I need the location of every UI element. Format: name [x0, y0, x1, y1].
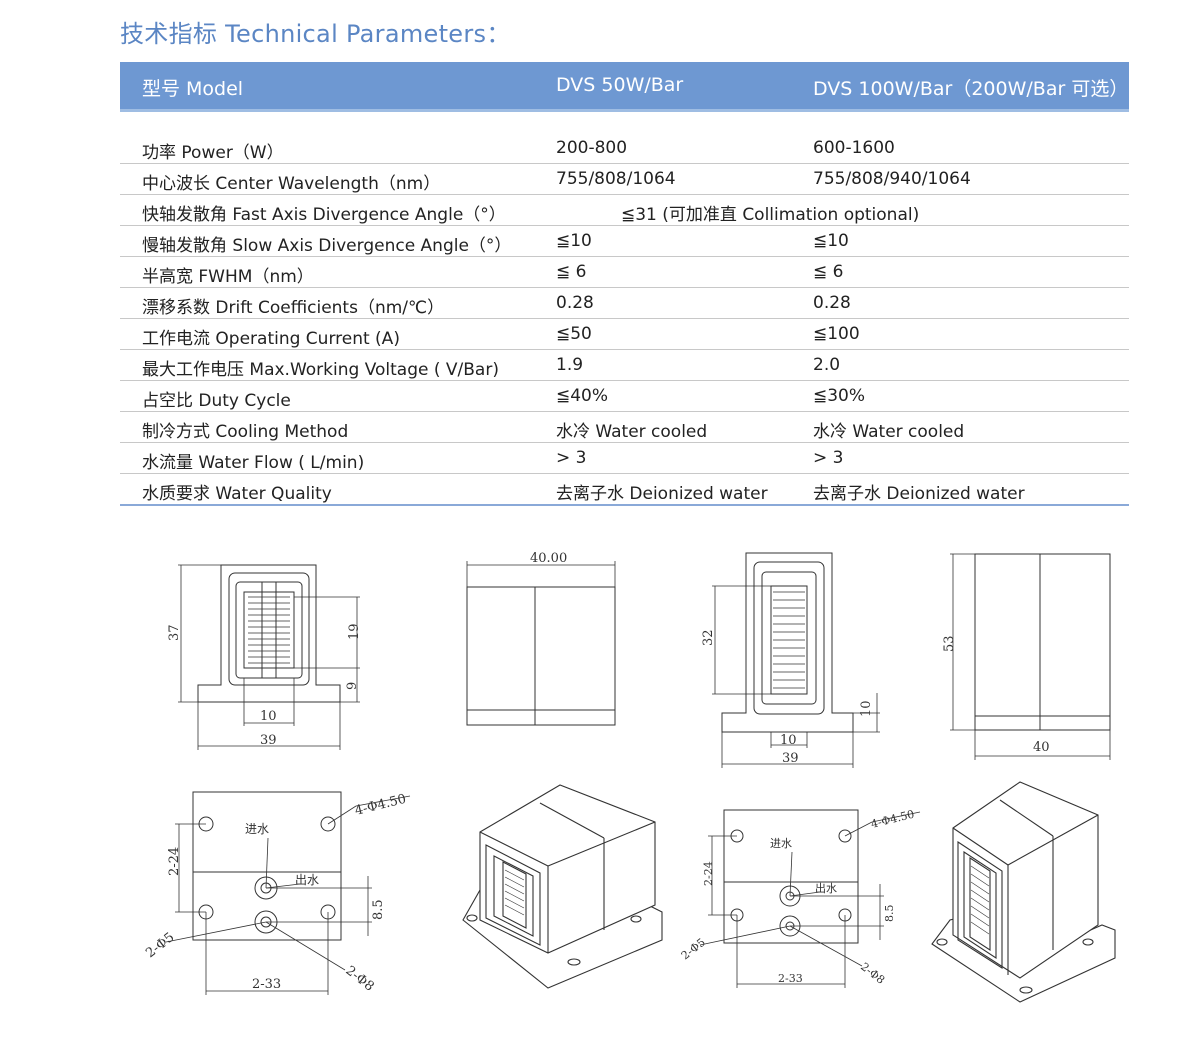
cell-100w: 0.28: [813, 293, 851, 313]
row-label: 工作电流 Operating Current (A): [142, 329, 400, 349]
row-label: 半高宽 FWHM（nm）: [142, 267, 314, 287]
dim-10-vertical: 10: [859, 700, 874, 717]
port-5-spec: 2-Φ5: [143, 930, 177, 961]
header-100w: DVS 100W/Bar（200W/Bar 可选）: [813, 78, 1129, 100]
table-row: 快轴发散角 Fast Axis Divergence Angle（°） ≦31 …: [120, 195, 1129, 226]
dim-width-40: 40: [1033, 740, 1050, 755]
table-header: 型号 Model DVS 50W/Bar DVS 100W/Bar（200W/B…: [120, 62, 1129, 112]
hole-spec: 4-Φ4.50: [870, 808, 916, 831]
row-label: 功率 Power（W）: [142, 143, 284, 163]
row-label: 制冷方式 Cooling Method: [142, 422, 349, 442]
table-body: 功率 Power（W） 200-800 600-1600 中心波长 Center…: [120, 133, 1129, 506]
dim-2-24: 2-24: [702, 861, 715, 886]
water-in-label: 进水: [770, 837, 792, 850]
row-label: 水质要求 Water Quality: [142, 484, 332, 504]
dim-39: 39: [260, 733, 277, 748]
mounting-hole: [838, 829, 852, 843]
cell-100w: 去离子水 Deionized water: [813, 484, 1025, 504]
dim-2-33: 2-33: [778, 972, 803, 985]
table-row: 功率 Power（W） 200-800 600-1600: [120, 133, 1129, 164]
dim-2-24: 2-24: [167, 847, 182, 876]
table-row: 慢轴发散角 Slow Axis Divergence Angle（°） ≦10 …: [120, 226, 1129, 257]
bottom-view-100w: 4-Φ4.50 进水 出水 2-24 8.5 2-33 2-Φ5 2-Φ8: [679, 808, 921, 988]
row-label: 漂移系数 Drift Coefficients（nm/℃）: [142, 298, 445, 318]
front-view-50w: 37 19 9 10 39: [167, 564, 362, 750]
dim-height-53: 53: [942, 635, 957, 652]
mounting-hole: [320, 816, 336, 832]
cell-100w: ≦100: [813, 324, 860, 344]
cell-50w: > 3: [556, 448, 587, 468]
table-row: 占空比 Duty Cycle ≦40% ≦30%: [120, 381, 1129, 412]
header-50w: DVS 50W/Bar: [556, 74, 684, 96]
dim-39: 39: [782, 751, 799, 766]
dim-2-33: 2-33: [252, 977, 281, 992]
dim-10: 10: [260, 709, 277, 724]
port-5-spec: 2-Φ5: [679, 936, 708, 963]
table-row: 半高宽 FWHM（nm） ≦ 6 ≦ 6: [120, 257, 1129, 288]
dim-9: 9: [345, 682, 360, 690]
parameters-table: 型号 Model DVS 50W/Bar DVS 100W/Bar（200W/B…: [120, 62, 1129, 506]
row-label: 中心波长 Center Wavelength（nm）: [142, 174, 441, 194]
bottom-view-50w: 4-Φ4.50 进水 出水 2-24 8.5 2-33 2-Φ5 2-Φ8: [143, 791, 411, 995]
table-row: 制冷方式 Cooling Method 水冷 Water cooled 水冷 W…: [120, 412, 1129, 443]
table-row: 漂移系数 Drift Coefficients（nm/℃） 0.28 0.28: [120, 288, 1129, 319]
water-out-label: 出水: [815, 881, 837, 895]
row-label: 慢轴发散角 Slow Axis Divergence Angle（°）: [142, 236, 512, 256]
cell-100w: ≦ 6: [813, 262, 844, 282]
row-label: 占空比 Duty Cycle: [142, 391, 291, 411]
water-out-label: 出水: [295, 873, 319, 887]
cell-100w: > 3: [813, 448, 844, 468]
table-row: 水质要求 Water Quality 去离子水 Deionized water …: [120, 474, 1129, 506]
section-title: 技术指标 Technical Parameters：: [120, 20, 511, 48]
port-8-spec: 2-Φ8: [343, 963, 377, 994]
cell-100w: 755/808/940/1064: [813, 169, 971, 189]
cell-50w: 1.9: [556, 355, 584, 375]
water-in-label: 进水: [245, 822, 269, 836]
cell-50w: ≦40%: [556, 386, 609, 406]
cell-100w: ≦30%: [813, 386, 866, 406]
hole-spec: 4-Φ4.50: [353, 792, 407, 819]
dim-height-37: 37: [167, 624, 182, 641]
dim-19: 19: [347, 623, 362, 640]
isometric-view-100w: [931, 781, 1116, 1003]
cell-50w: 200-800: [556, 138, 628, 158]
header-model: 型号 Model: [142, 78, 244, 100]
side-view-100w: 53 40: [942, 553, 1111, 760]
technical-drawings: 37 19 9 10 39 40.00: [143, 551, 1116, 1003]
cell-50w: 0.28: [556, 293, 594, 313]
cell-50w: ≦50: [556, 324, 592, 344]
dim-32: 32: [701, 629, 716, 646]
cell-100w: 600-1600: [813, 138, 895, 158]
row-label: 水流量 Water Flow ( L/min): [142, 453, 365, 473]
dim-8-5: 8.5: [371, 899, 386, 920]
port-8-spec: 2-Φ8: [858, 960, 887, 987]
dim-width-40: 40.00: [530, 551, 567, 566]
cell-100w: ≦10: [813, 231, 849, 251]
cell-100w: 水冷 Water cooled: [813, 422, 965, 442]
isometric-view-50w: [462, 784, 663, 989]
row-label: 快轴发散角 Fast Axis Divergence Angle（°）: [142, 205, 506, 225]
cell-50w: 水冷 Water cooled: [556, 422, 708, 442]
table-row: 水流量 Water Flow ( L/min) > 3 > 3: [120, 443, 1129, 474]
front-view-100w: 32 10 10 39: [701, 552, 880, 768]
row-label: 最大工作电压 Max.Working Voltage ( V/Bar): [142, 360, 499, 380]
cell-100w: 2.0: [813, 355, 841, 375]
cell-merged: ≦31 (可加准直 Collimation optional): [621, 205, 920, 225]
table-row: 工作电流 Operating Current (A) ≦50 ≦100: [120, 319, 1129, 350]
cell-50w: ≦10: [556, 231, 592, 251]
cell-50w: 去离子水 Deionized water: [556, 484, 768, 504]
cell-50w: 755/808/1064: [556, 169, 676, 189]
table-row: 中心波长 Center Wavelength（nm） 755/808/1064 …: [120, 164, 1129, 195]
side-view-50w: 40.00: [466, 551, 616, 726]
dim-10: 10: [780, 733, 797, 748]
cell-50w: ≦ 6: [556, 262, 587, 282]
table-row: 最大工作电压 Max.Working Voltage ( V/Bar) 1.9 …: [120, 350, 1129, 381]
dim-8-5: 8.5: [883, 905, 896, 923]
